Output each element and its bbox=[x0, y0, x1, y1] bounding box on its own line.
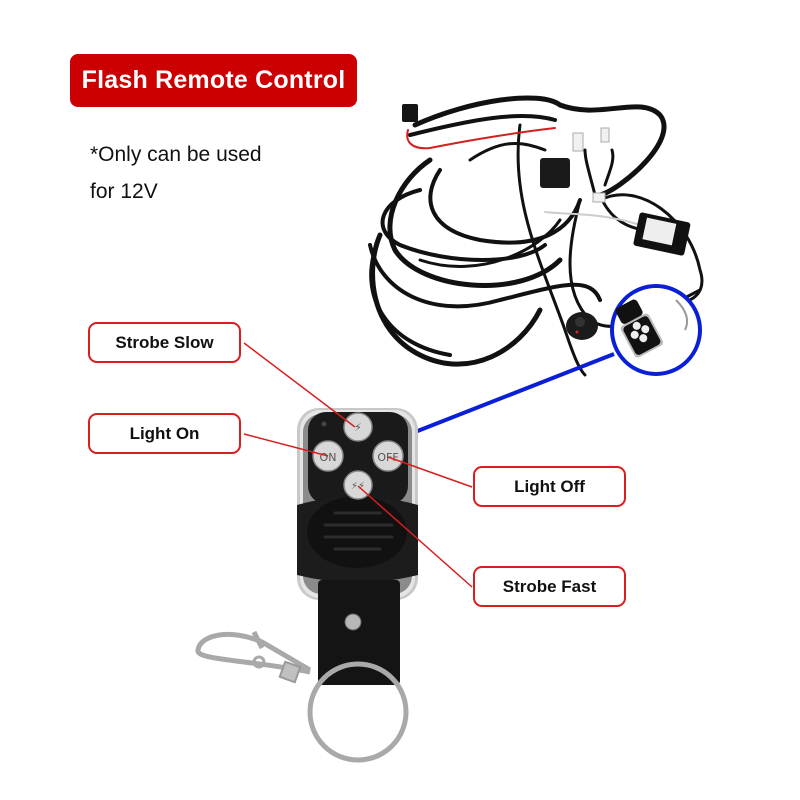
relay bbox=[540, 158, 570, 188]
voltage-note-line-2: for 12V bbox=[90, 180, 158, 203]
key-ring bbox=[307, 661, 409, 763]
callout-strobe-fast: Strobe Fast bbox=[473, 566, 626, 607]
remote-buttons: ⚡ ON OFF ⚡⚡ bbox=[312, 412, 404, 500]
strobe-slow-button bbox=[343, 412, 373, 442]
connector-white-1 bbox=[572, 132, 584, 152]
voltage-note-line-1: *Only can be used bbox=[90, 143, 262, 166]
wiring-harness bbox=[368, 95, 704, 377]
page-title: Flash Remote Control bbox=[70, 54, 357, 107]
light-off-button bbox=[372, 440, 404, 472]
callout-light-off: Light Off bbox=[473, 466, 626, 507]
connector-white-2 bbox=[600, 127, 610, 143]
connector-white-3 bbox=[592, 192, 606, 203]
mini-remote bbox=[615, 299, 664, 358]
keychain bbox=[195, 630, 409, 763]
control-module bbox=[633, 212, 691, 256]
magnifier-line bbox=[414, 352, 615, 434]
callout-light-on: Light On bbox=[88, 413, 241, 454]
on-glyph: ON bbox=[320, 451, 337, 464]
fuse-holder bbox=[402, 104, 418, 122]
leader-lines bbox=[243, 342, 473, 588]
toggle-switch bbox=[566, 312, 598, 340]
strobe-slow-glyph: ⚡ bbox=[354, 421, 362, 434]
callout-strobe-slow: Strobe Slow bbox=[88, 322, 241, 363]
